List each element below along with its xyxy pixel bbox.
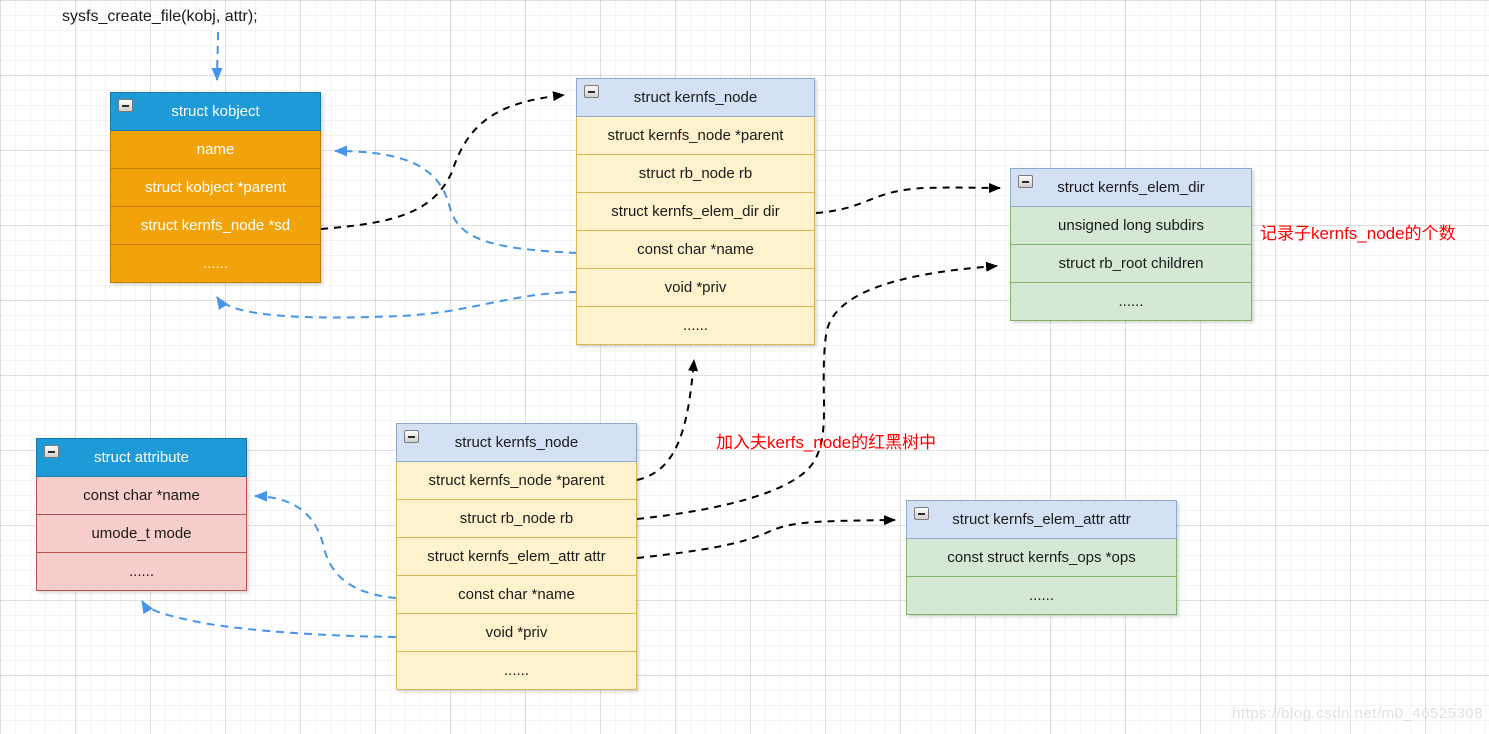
watermark: https://blog.csdn.net/m0_46525308 bbox=[1232, 705, 1483, 722]
struct-field: const char *name bbox=[576, 230, 815, 269]
struct-field: void *priv bbox=[576, 268, 815, 307]
arrow-dir-to-elem-dir bbox=[815, 182, 1001, 214]
struct-field: const struct kernfs_ops *ops bbox=[906, 538, 1177, 577]
minus-glyph bbox=[1022, 180, 1029, 183]
struct-header: struct kobject bbox=[110, 92, 321, 131]
code-call-label: sysfs_create_file(kobj, attr); bbox=[62, 8, 258, 25]
arrow-parent-to-kernfs-node bbox=[636, 359, 699, 481]
minus-glyph bbox=[918, 512, 925, 515]
collapse-icon[interactable] bbox=[914, 507, 929, 520]
arrow-priv-to-kobject bbox=[216, 291, 578, 319]
minus-glyph bbox=[122, 104, 129, 107]
arrow-name-to-kobject-name bbox=[334, 145, 578, 254]
struct-box-kernfs-elem-dir: struct kernfs_elem_dir unsigned long subd… bbox=[1010, 168, 1252, 321]
struct-field: struct kernfs_node *sd bbox=[110, 206, 321, 245]
struct-header: struct attribute bbox=[36, 438, 247, 477]
struct-field: unsigned long subdirs bbox=[1010, 206, 1252, 245]
struct-field: name bbox=[110, 130, 321, 169]
struct-field: void *priv bbox=[396, 613, 637, 652]
struct-field: ...... bbox=[36, 552, 247, 591]
struct-field: ...... bbox=[906, 576, 1177, 615]
collapse-icon[interactable] bbox=[44, 445, 59, 458]
arrow-attr-to-elem-attr bbox=[636, 515, 896, 559]
arrow-priv-to-attribute bbox=[141, 600, 397, 638]
struct-field: struct kobject *parent bbox=[110, 168, 321, 207]
collapse-icon[interactable] bbox=[118, 99, 133, 112]
note-rbtree: 加入夫kerfs_node的红黑树中 bbox=[716, 433, 937, 452]
struct-field: struct kernfs_node *parent bbox=[576, 116, 815, 155]
struct-field: const char *name bbox=[396, 575, 637, 614]
collapse-icon[interactable] bbox=[1018, 175, 1033, 188]
struct-field: struct rb_root children bbox=[1010, 244, 1252, 283]
struct-field: struct kernfs_node *parent bbox=[396, 461, 637, 500]
struct-field: struct rb_node rb bbox=[576, 154, 815, 193]
minus-glyph bbox=[48, 450, 55, 453]
struct-field: ...... bbox=[576, 306, 815, 345]
struct-box-kernfs-elem-attr: struct kernfs_elem_attr attr const struct… bbox=[906, 500, 1177, 615]
minus-glyph bbox=[588, 90, 595, 93]
note-subdirs: 记录子kernfs_node的个数 bbox=[1260, 224, 1456, 243]
arrow-name-to-attribute-name bbox=[254, 490, 397, 599]
struct-field: umode_t mode bbox=[36, 514, 247, 553]
struct-field: ...... bbox=[1010, 282, 1252, 321]
struct-header: struct kernfs_elem_dir bbox=[1010, 168, 1252, 207]
arrow-sd-to-kernfs-node bbox=[320, 91, 565, 230]
struct-title: struct attribute bbox=[93, 449, 190, 466]
struct-title: struct kernfs_elem_attr attr bbox=[952, 511, 1131, 528]
struct-title: struct kobject bbox=[171, 103, 260, 120]
struct-title: struct kernfs_elem_dir bbox=[1057, 179, 1205, 196]
arrow-call-to-kobject bbox=[211, 31, 223, 81]
minus-glyph bbox=[408, 435, 415, 438]
struct-field: struct rb_node rb bbox=[396, 499, 637, 538]
struct-field: const char *name bbox=[36, 476, 247, 515]
struct-header: struct kernfs_node bbox=[396, 423, 637, 462]
struct-title: struct kernfs_node bbox=[633, 89, 758, 106]
struct-field: ...... bbox=[110, 244, 321, 283]
struct-field: struct kernfs_elem_dir dir bbox=[576, 192, 815, 231]
struct-field: ...... bbox=[396, 651, 637, 690]
struct-header: struct kernfs_elem_attr attr bbox=[906, 500, 1177, 539]
struct-header: struct kernfs_node bbox=[576, 78, 815, 117]
collapse-icon[interactable] bbox=[404, 430, 419, 443]
collapse-icon[interactable] bbox=[584, 85, 599, 98]
struct-field: struct kernfs_elem_attr attr bbox=[396, 537, 637, 576]
struct-title: struct kernfs_node bbox=[454, 434, 579, 451]
